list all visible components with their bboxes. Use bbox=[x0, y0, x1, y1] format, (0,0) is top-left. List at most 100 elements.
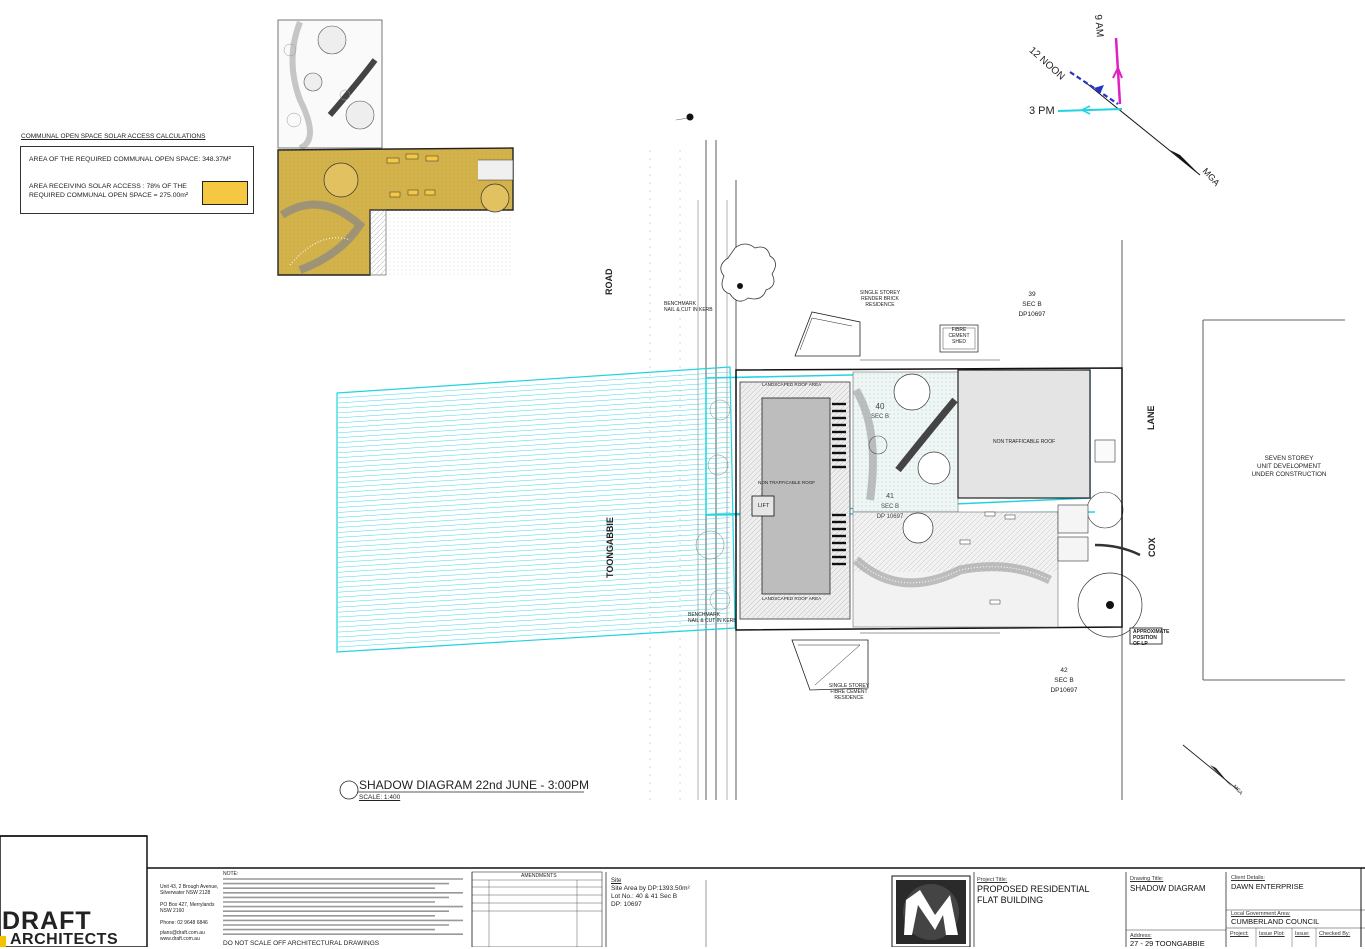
site-dp: DP: 10697 bbox=[611, 901, 642, 908]
lot-39-label: 39 SEC B DP10697 bbox=[1010, 290, 1054, 320]
single-storey-bottom-label: SINGLE STOREY FIBRE CEMENT RESIDENCE bbox=[826, 683, 872, 701]
approx-position-label-2: OF LP bbox=[1133, 641, 1148, 647]
fibre-shed-line-2: CEMENT bbox=[948, 333, 970, 339]
single-storey-top-line-1: SINGLE STOREY bbox=[859, 290, 901, 296]
client-label: Client Details: bbox=[1231, 875, 1265, 881]
benchmark-top-line-1: BENCHMARK bbox=[664, 301, 696, 307]
firm-name: DRAFT bbox=[2, 909, 92, 934]
single-storey-top-label: SINGLE STOREY RENDER BRICK RESIDENCE bbox=[858, 290, 902, 308]
fibre-shed-line-1: FIBRE bbox=[951, 327, 967, 333]
sun-direction-indicator bbox=[1057, 37, 1201, 176]
approx-position-line-1: APPROXIMATE bbox=[1133, 629, 1170, 635]
diagram-scale: SCALE: 1:400 bbox=[359, 794, 401, 801]
project-number-label: Project: bbox=[1230, 931, 1249, 937]
lift-box bbox=[751, 495, 775, 517]
seven-storey-line-2: UNIT DEVELOPMENT bbox=[1257, 463, 1321, 470]
lot-40-label: 40 SEC B bbox=[866, 402, 894, 422]
lot-39-dp: DP10697 bbox=[1018, 311, 1046, 318]
solar-calc-receiving-line-2: REQUIRED COMMUNAL OPEN SPACE = 275.00m² bbox=[29, 192, 189, 199]
lot-41-section: SEC B bbox=[880, 504, 899, 510]
single-storey-top-line-3: RESIDENCE bbox=[865, 302, 895, 308]
address-label: Address: bbox=[1130, 933, 1152, 939]
diagram-title: SHADOW DIAGRAM 22nd JUNE - 3:00PM bbox=[359, 778, 590, 792]
council-block: Local Government Area: CUMBERLAND COUNCI… bbox=[1231, 911, 1319, 926]
seven-storey-line-1: SEVEN STOREY bbox=[1264, 455, 1314, 462]
solar-calc-box: AREA OF THE REQUIRED COMMUNAL OPEN SPACE… bbox=[20, 146, 254, 214]
firm-email: plans@draft.com.au bbox=[160, 930, 205, 936]
label-9-am: 9 AM bbox=[1092, 14, 1105, 38]
single-storey-bottom-line-2: FIBRE CEMENT bbox=[830, 689, 868, 695]
address-block: Address: 27 - 29 TOONGABBIE bbox=[1130, 932, 1205, 948]
lot-41-dp: DP 10697 bbox=[876, 514, 904, 520]
approx-position-line-2: POSITION bbox=[1133, 635, 1157, 641]
drawing-title-block: Drawing Title: SHADOW DIAGRAM bbox=[1130, 876, 1206, 895]
site-area: Site Area by DP:1393.50m² bbox=[611, 885, 690, 892]
benchmark-bottom-line-2: NAIL & CUT IN KERB bbox=[688, 618, 737, 624]
solar-calc-receiving-line-1: AREA RECEIVING SOLAR ACCESS : 78% OF THE bbox=[29, 183, 187, 190]
lot-40-number: 40 bbox=[875, 402, 885, 411]
neighbour-houses bbox=[695, 243, 1143, 691]
note-heading: NOTE: bbox=[223, 871, 239, 877]
checked-by-label: Checked By: bbox=[1319, 931, 1351, 937]
lift-label: LIFT bbox=[758, 503, 770, 509]
roof-left-label: NON TRAFFICABLE ROOF bbox=[758, 480, 816, 485]
diagram-title-bubble bbox=[339, 780, 359, 800]
toongabbie-label: TOONGABBIE bbox=[605, 517, 615, 578]
roof-right-label: NON TRAFFICABLE ROOF bbox=[993, 439, 1056, 445]
lot-39-number: 39 bbox=[1028, 291, 1036, 298]
lot-40-section: SEC B bbox=[870, 414, 889, 420]
small-north-arrow bbox=[1182, 744, 1239, 791]
site-lot-number: Lot No.: 40 & 41 Sec B bbox=[611, 893, 678, 900]
fibre-shed-label: FIBRE CEMENT SHED bbox=[945, 327, 973, 345]
road-label: ROAD bbox=[604, 268, 614, 296]
issue-label: Issue: bbox=[1295, 931, 1310, 937]
note-block: NOTE: bbox=[223, 871, 469, 946]
firm-phone: Phone: 02 9648 6846 bbox=[160, 920, 208, 926]
benchmark-bottom-line-1: BENCHMARK bbox=[688, 612, 720, 618]
communal-open-space-inset bbox=[277, 19, 514, 276]
client-block: Client Details: DAWN ENTERPRISE bbox=[1231, 875, 1304, 892]
single-storey-bottom-line-1: SINGLE STOREY bbox=[828, 683, 870, 689]
single-storey-top-line-2: RENDER BRICK bbox=[861, 296, 899, 302]
lot-41-number: 41 bbox=[886, 493, 894, 500]
council-label: Local Government Area: bbox=[1231, 911, 1291, 917]
lane-label: LANE bbox=[1146, 405, 1156, 431]
firm-website: www.draft.com.au bbox=[160, 936, 200, 942]
solar-calc-heading: COMMUNAL OPEN SPACE SOLAR ACCESS CALCULA… bbox=[21, 133, 206, 140]
approx-position-label: APPROXIMATE POSITION bbox=[1133, 629, 1169, 641]
project-title-line-1: PROPOSED RESIDENTIAL bbox=[977, 884, 1090, 894]
project-title-label: Project Title: bbox=[977, 877, 1008, 883]
firm-logo-mark bbox=[896, 880, 966, 944]
project-title-block: Project Title: PROPOSED RESIDENTIAL FLAT… bbox=[977, 877, 1090, 906]
firm-name-line-2: ARCHITECTS bbox=[10, 931, 119, 948]
lot-42-section: SEC B bbox=[1054, 677, 1074, 684]
solar-access-swatch bbox=[202, 181, 248, 205]
council-name: CUMBERLAND COUNCIL bbox=[1231, 917, 1320, 926]
firm-po-line-1: PO Box 427, Merrylands bbox=[160, 902, 215, 908]
address-value: 27 - 29 TOONGABBIE bbox=[1130, 939, 1205, 948]
lot-42-dp: DP10697 bbox=[1050, 687, 1078, 694]
firm-contact: Unit 43, 2 Brough Avenue, Silverwater NS… bbox=[160, 884, 222, 942]
cox-label: COX bbox=[1147, 537, 1157, 557]
landscaped-roof-top: LANDSCAPED ROOF AREA bbox=[762, 382, 822, 387]
site-info: Site Site Area by DP:1393.50m² Lot No.: … bbox=[611, 877, 690, 909]
issue-plot-label: Issue Plot: bbox=[1259, 931, 1285, 937]
client-name: DAWN ENTERPRISE bbox=[1231, 882, 1304, 891]
drawing-title-label: Drawing Title: bbox=[1130, 876, 1164, 882]
lot-41-label: 41 SEC B DP 10697 bbox=[872, 492, 908, 522]
seven-storey-label: SEVEN STOREY UNIT DEVELOPMENT UNDER CONS… bbox=[1246, 455, 1332, 479]
note-footer: DO NOT SCALE OFF ARCHITECTURAL DRAWINGS bbox=[223, 940, 380, 947]
landscaped-roof-bottom: LANDSCAPED ROOF AREA bbox=[762, 596, 822, 601]
firm-address-line-2: Silverwater NSW 2128 bbox=[160, 890, 211, 896]
drawing-title: SHADOW DIAGRAM bbox=[1130, 884, 1206, 893]
seven-storey-line-3: UNDER CONSTRUCTION bbox=[1251, 471, 1327, 478]
amendments-heading: AMENDMENTS bbox=[521, 873, 557, 879]
nine-am-shadow-line bbox=[1114, 37, 1122, 105]
note-text-lines bbox=[223, 878, 463, 936]
three-pm-shadow-line bbox=[1057, 108, 1123, 112]
project-title-line-2: FLAT BUILDING bbox=[977, 895, 1044, 905]
lot-42-label: 42 SEC B DP10697 bbox=[1042, 666, 1086, 696]
single-storey-bottom-line-3: RESIDENCE bbox=[834, 695, 864, 701]
solar-calc-required-area: AREA OF THE REQUIRED COMMUNAL OPEN SPACE… bbox=[29, 156, 231, 163]
